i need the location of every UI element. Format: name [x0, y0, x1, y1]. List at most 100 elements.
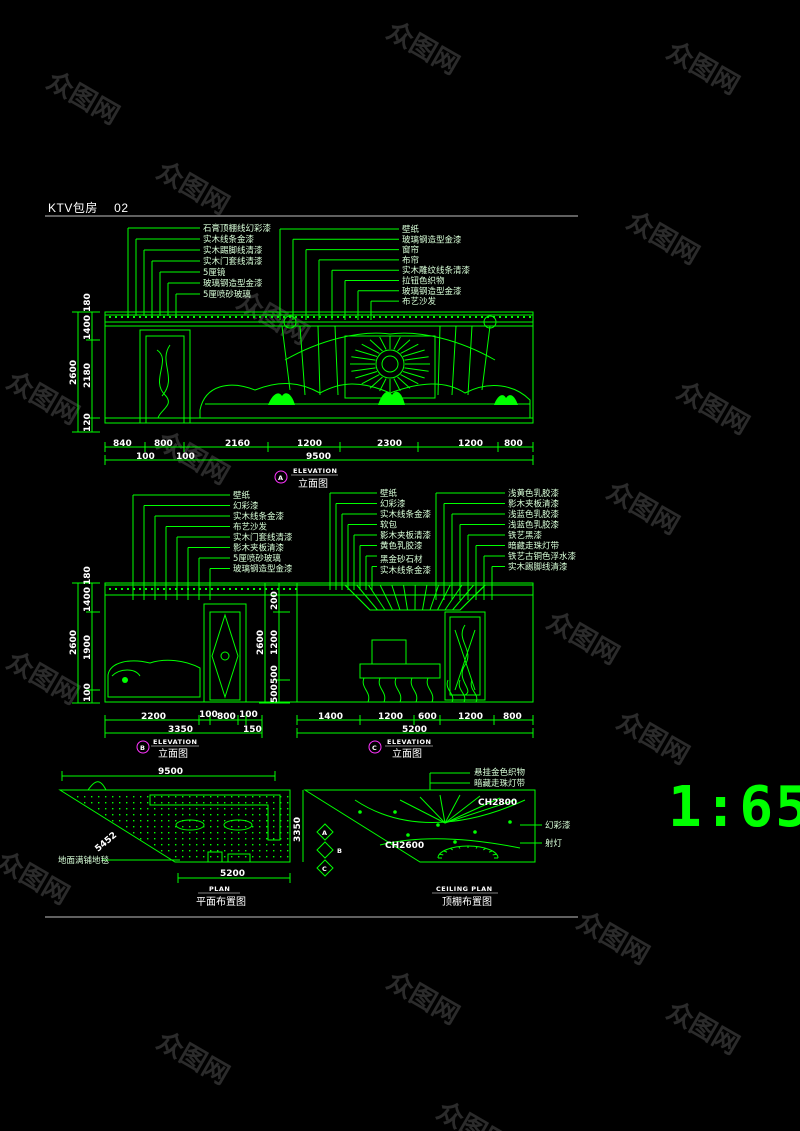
callout-label: 铁艺黑漆 — [508, 530, 543, 541]
dim-c-total: 5200 — [402, 725, 427, 735]
watermark-text: 众图网 — [672, 376, 755, 441]
caption-b-cn: 立面图 — [158, 747, 188, 760]
caption-a-cn: 立面图 — [298, 477, 328, 490]
marker-c-letter: C — [372, 744, 377, 752]
dim-a-b6: 800 — [504, 439, 523, 449]
plan-caption-en: PLAN — [209, 885, 230, 893]
dim-c-v0: 2600 — [256, 630, 266, 655]
sofa-a — [199, 383, 531, 419]
callout-label: 实木踢脚线清漆 — [508, 562, 568, 573]
tv-c — [371, 639, 407, 665]
plan-outline — [58, 789, 291, 863]
dim-c-b4: 800 — [503, 712, 522, 722]
plan-dim-right: 3350 — [293, 817, 303, 842]
dim-a-b4: 2300 — [377, 439, 402, 449]
plan-dim-diag: 5452 — [94, 831, 120, 855]
callout-label: 实木雕纹线条清漆 — [402, 265, 471, 276]
watermark-text: 众图网 — [152, 156, 235, 221]
sun-medallion — [344, 335, 436, 399]
watermark-text: 众图网 — [432, 1096, 515, 1131]
marker-c — [368, 740, 382, 754]
dim-a-b0: 840 — [113, 439, 132, 449]
dim-a-b3: 1200 — [297, 439, 322, 449]
watermark-text: 众图网 — [662, 36, 745, 101]
ceiling-outline — [303, 789, 536, 863]
dim-a-v2: 180 — [83, 293, 93, 312]
callout-label: 窗帘 — [402, 245, 419, 256]
ceiling-label-3: 射灯 — [545, 838, 563, 849]
dim-b-v2: 180 — [83, 566, 93, 585]
floor-plan: 9500 5200 3350 5452 地面满铺地毯 A B — [58, 767, 342, 908]
curtain-a — [281, 315, 497, 396]
watermark-text: 众图网 — [662, 996, 745, 1061]
plan-marker-b: B — [337, 847, 342, 855]
ceiling-label-0: 悬挂金色织物 — [474, 767, 526, 778]
dim-b-v0: 2600 — [69, 630, 79, 655]
ceiling-label-1: 暗藏走珠灯带 — [474, 778, 526, 789]
dim-b-v1: 1400 — [83, 587, 93, 612]
watermark-text: 众图网 — [382, 16, 465, 81]
dim-c-v4: 500 — [270, 684, 280, 703]
callout-label: 实木线条金漆 — [233, 511, 285, 522]
watermark-text: 众图网 — [602, 476, 685, 541]
callout-label: 5厘镜 — [203, 267, 226, 278]
dim-c-b0: 1400 — [318, 712, 343, 722]
dim-a-v3: 2180 — [83, 363, 93, 388]
marker-b — [136, 740, 150, 754]
callout-label: 实木线条金漆 — [380, 509, 432, 520]
dim-a-c0: 100 — [136, 452, 155, 462]
dim-c-v1: 200 — [270, 591, 280, 610]
dim-b-b1: 100 — [199, 710, 218, 720]
marker-a — [274, 470, 288, 484]
plan-note: 地面满铺地毯 — [58, 855, 110, 866]
callout-label: 实木门套线清漆 — [233, 532, 293, 543]
callout-label: 实木线条金漆 — [203, 234, 255, 245]
dim-b-b2: 800 — [217, 712, 236, 722]
plan-view-markers: A B C — [316, 823, 342, 877]
callout-label: 玻璃钢造型金漆 — [402, 286, 462, 297]
callout-label: 壁纸 — [233, 490, 251, 501]
watermark-text: 众图网 — [42, 66, 125, 131]
caption-b-en: ELEVATION — [153, 738, 197, 746]
callout-label: 布艺沙发 — [402, 296, 437, 307]
callout-label: 玻璃钢造型金漆 — [402, 234, 462, 245]
watermark-layer: 众图网众图网众图网众图网众图网众图网众图网众图网众图网众图网众图网众图网众图网众… — [0, 16, 754, 1131]
callout-label: 浅蓝色乳胶漆 — [508, 520, 560, 531]
ceiling-height-2: CH2600 — [385, 841, 424, 851]
callout-label: 5厘喷砂玻璃 — [203, 289, 251, 300]
ceiling-label-2: 幻彩漆 — [545, 820, 571, 831]
sheet-title: KTV包房 02 — [48, 201, 129, 215]
callout-label: 玻璃钢造型金漆 — [233, 564, 293, 575]
dim-a-v4: 120 — [83, 413, 93, 432]
callout-label: 浅黄色乳胶漆 — [508, 488, 560, 499]
plan-marker-a: A — [322, 829, 328, 837]
callout-label: 影木夹板清漆 — [233, 543, 285, 554]
dim-a-v1: 1400 — [83, 315, 93, 340]
callout-label: 玻璃钢造型金漆 — [203, 278, 263, 289]
dim-b-b3: 100 — [239, 710, 258, 720]
dim-a-c1: 100 — [176, 452, 195, 462]
callout-label: 影木夹板清漆 — [380, 530, 432, 541]
dim-c-v2: 1200 — [270, 630, 280, 655]
dim-b-c1: 150 — [243, 725, 262, 735]
callout-label: 壁纸 — [380, 488, 398, 499]
dim-b-c0: 3350 — [168, 725, 193, 735]
watermark-text: 众图网 — [572, 906, 655, 971]
callout-label: 布帘 — [402, 255, 419, 266]
dim-a-b1: 800 — [154, 439, 173, 449]
dim-b-v3: 1900 — [83, 635, 93, 660]
callout-label: 暗藏走珠灯带 — [508, 541, 560, 552]
dim-b-b0: 2200 — [141, 712, 166, 722]
dim-a-total: 9500 — [306, 452, 331, 462]
ceiling-caption-en: CEILING PLAN — [436, 885, 493, 893]
plan-marker-c: C — [322, 865, 327, 873]
callout-label: 软包 — [380, 520, 398, 531]
caption-c-cn: 立面图 — [392, 747, 422, 760]
elevation-a: 石膏顶棚线幻彩漆实木线条金漆实木踢脚线清漆实木门套线清漆5厘镜玻璃钢造型金漆5厘… — [69, 223, 534, 490]
callout-label: 实木门套线清漆 — [203, 256, 263, 267]
callout-label: 实木踢脚线清漆 — [203, 245, 263, 256]
ceiling-plan: CH2800 CH2600 悬挂金色织物 暗藏走珠灯带 幻彩漆 射灯 CEILI… — [303, 767, 571, 908]
plan-caption-cn: 平面布置图 — [196, 896, 246, 908]
